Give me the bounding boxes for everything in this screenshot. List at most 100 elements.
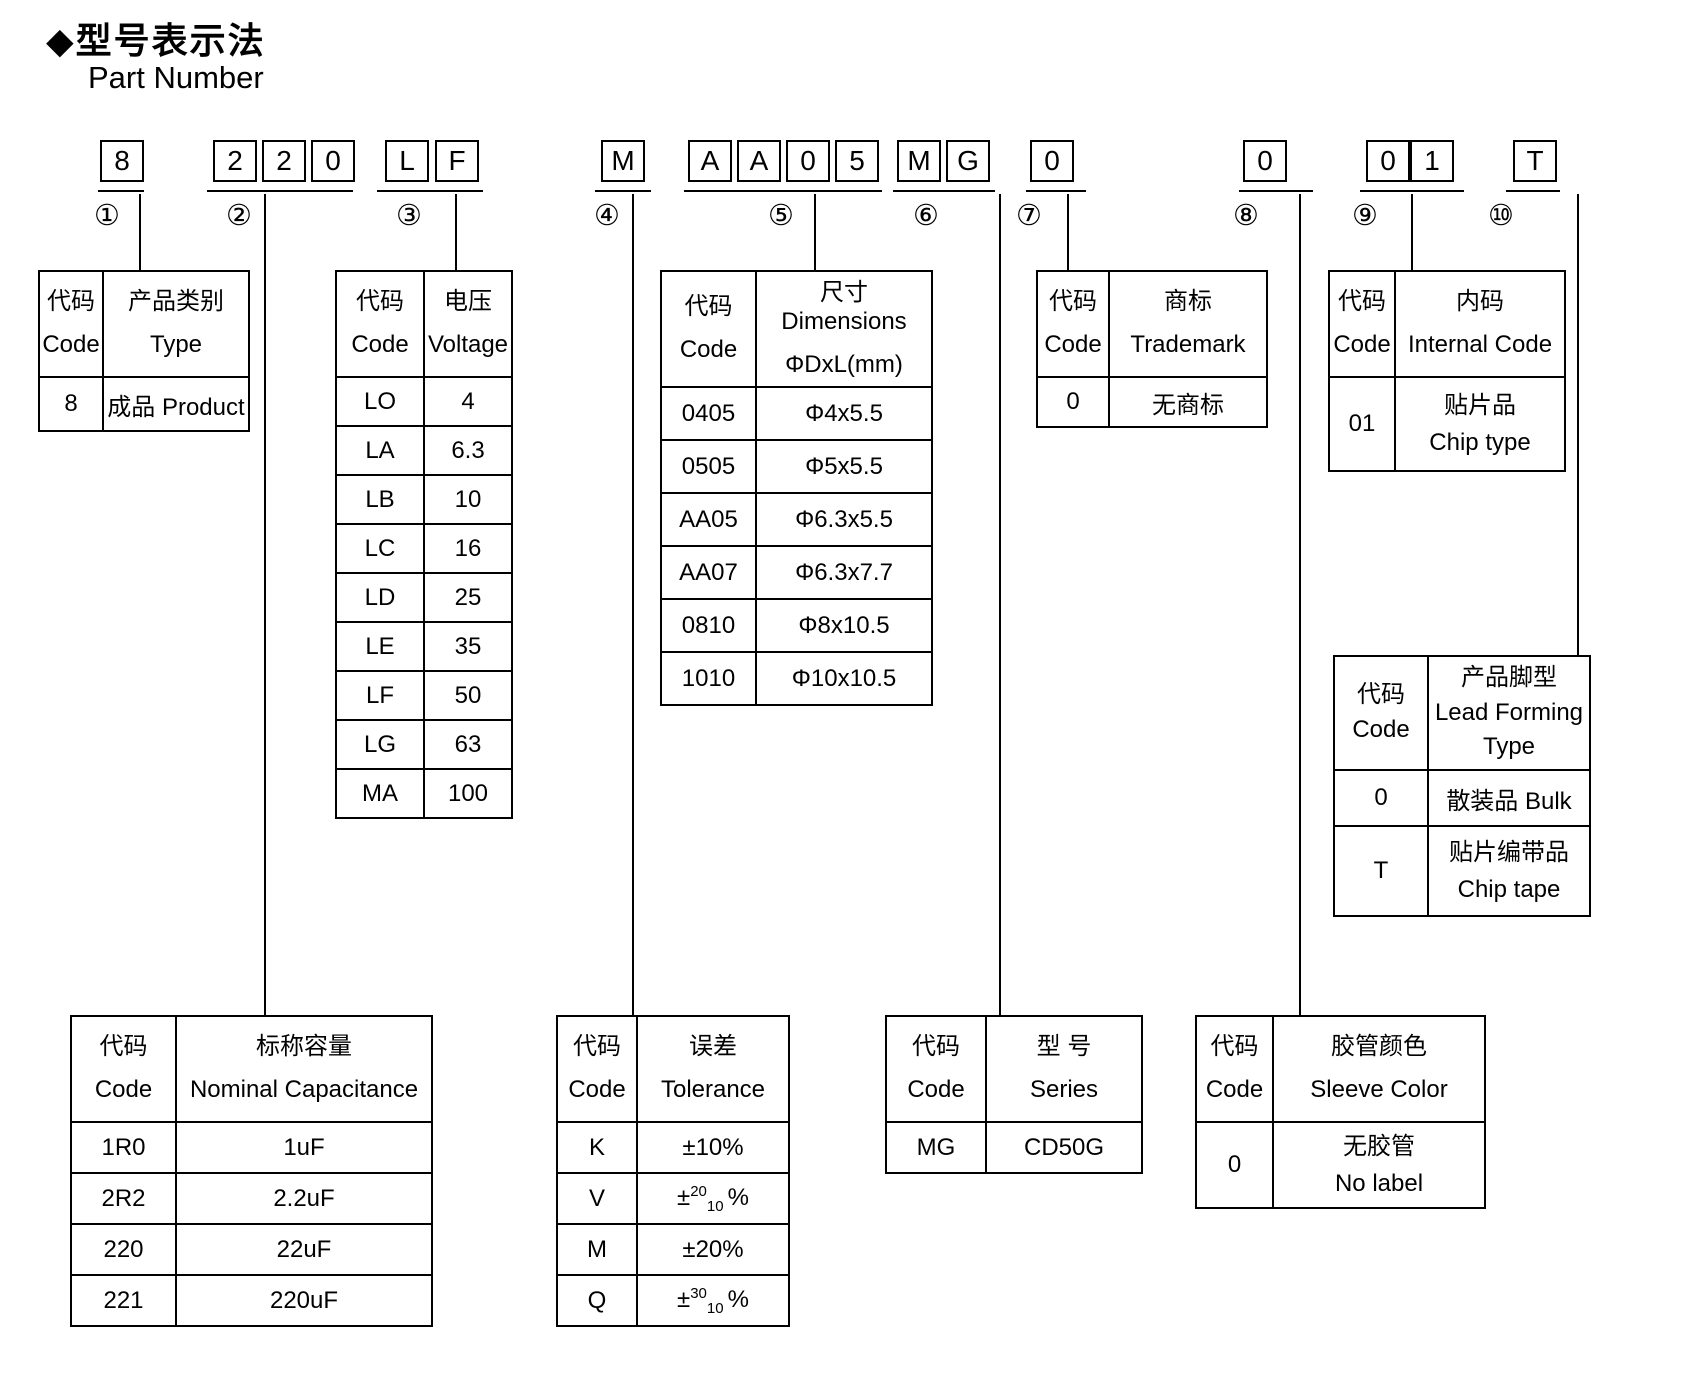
code-cell: LB bbox=[335, 474, 425, 525]
value-cell: 63 bbox=[423, 719, 513, 770]
connector-line bbox=[999, 194, 1001, 1015]
code-cell: 8 bbox=[38, 376, 104, 432]
value-cell: 10 bbox=[423, 474, 513, 525]
connector-line bbox=[139, 194, 141, 270]
group-underline bbox=[377, 190, 483, 192]
code-cell: LD bbox=[335, 572, 425, 623]
value-cell: ±2010% bbox=[636, 1172, 790, 1225]
table-row: MG CD50G bbox=[885, 1121, 1143, 1174]
code-cell: 1010 bbox=[660, 651, 757, 707]
value-cell: 4 bbox=[423, 376, 513, 427]
code-cell: 1R0 bbox=[70, 1121, 177, 1174]
value-cell: Φ6.3x7.7 bbox=[755, 545, 933, 601]
value-cell: 6.3 bbox=[423, 425, 513, 476]
connector-line bbox=[455, 194, 457, 270]
group-underline bbox=[893, 190, 995, 192]
code-cell: Q bbox=[556, 1274, 638, 1327]
page-title-en: Part Number bbox=[88, 60, 264, 95]
code-cell: LC bbox=[335, 523, 425, 574]
part-number-box: 8 bbox=[100, 140, 144, 182]
code-cell: K bbox=[556, 1121, 638, 1174]
table-row: Q ±3010% bbox=[556, 1274, 790, 1327]
code-cell: MG bbox=[885, 1121, 987, 1174]
group-marker-6: ⑥ bbox=[913, 200, 939, 232]
value-cell: CD50G bbox=[985, 1121, 1143, 1174]
value-cell: Φ4x5.5 bbox=[755, 386, 933, 442]
part-number-box: F bbox=[435, 140, 479, 182]
code-cell: LG bbox=[335, 719, 425, 770]
table-row: M ±20% bbox=[556, 1223, 790, 1276]
part-number-box: L bbox=[385, 140, 429, 182]
code-cell: 221 bbox=[70, 1274, 177, 1327]
part-number-box: A bbox=[688, 140, 732, 182]
group-marker-4: ④ bbox=[594, 200, 620, 232]
value-cell: 无商标 bbox=[1108, 376, 1268, 428]
lead-forming-header: 产品脚型 Lead Forming Type bbox=[1427, 655, 1591, 771]
part-number-box: 2 bbox=[213, 140, 257, 182]
value-cell: 22uF bbox=[175, 1223, 433, 1276]
connector-line bbox=[1299, 194, 1301, 1015]
code-cell: V bbox=[556, 1172, 638, 1225]
connector-line bbox=[814, 194, 816, 270]
value-cell: Φ6.3x5.5 bbox=[755, 492, 933, 548]
code-cell: AA07 bbox=[660, 545, 757, 601]
page-title-zh: ◆型号表示法 bbox=[46, 20, 266, 61]
group-marker-7: ⑦ bbox=[1016, 200, 1042, 232]
group-marker-5: ⑤ bbox=[768, 200, 794, 232]
table-row: 0 无商标 bbox=[1036, 376, 1268, 428]
value-cell: ±10% bbox=[636, 1121, 790, 1174]
value-cell: ±3010% bbox=[636, 1274, 790, 1327]
value-cell: ±20% bbox=[636, 1223, 790, 1276]
value-cell: 16 bbox=[423, 523, 513, 574]
group-marker-2: ② bbox=[226, 200, 252, 232]
code-cell: LO bbox=[335, 376, 425, 427]
value-cell: Φ5x5.5 bbox=[755, 439, 933, 495]
group-underline bbox=[1506, 190, 1560, 192]
group-underline bbox=[1026, 190, 1086, 192]
value-cell: 25 bbox=[423, 572, 513, 623]
value-cell: 散装品 Bulk bbox=[1427, 769, 1591, 827]
group-underline bbox=[1239, 190, 1313, 192]
code-cell: 0405 bbox=[660, 386, 757, 442]
table-row: 0 散装品 Bulk bbox=[1333, 769, 1591, 827]
table-row: 8 成品 Product bbox=[38, 376, 250, 432]
value-cell: 50 bbox=[423, 670, 513, 721]
group-underline bbox=[1360, 190, 1464, 192]
code-cell: LE bbox=[335, 621, 425, 672]
part-number-box: 0 bbox=[311, 140, 355, 182]
